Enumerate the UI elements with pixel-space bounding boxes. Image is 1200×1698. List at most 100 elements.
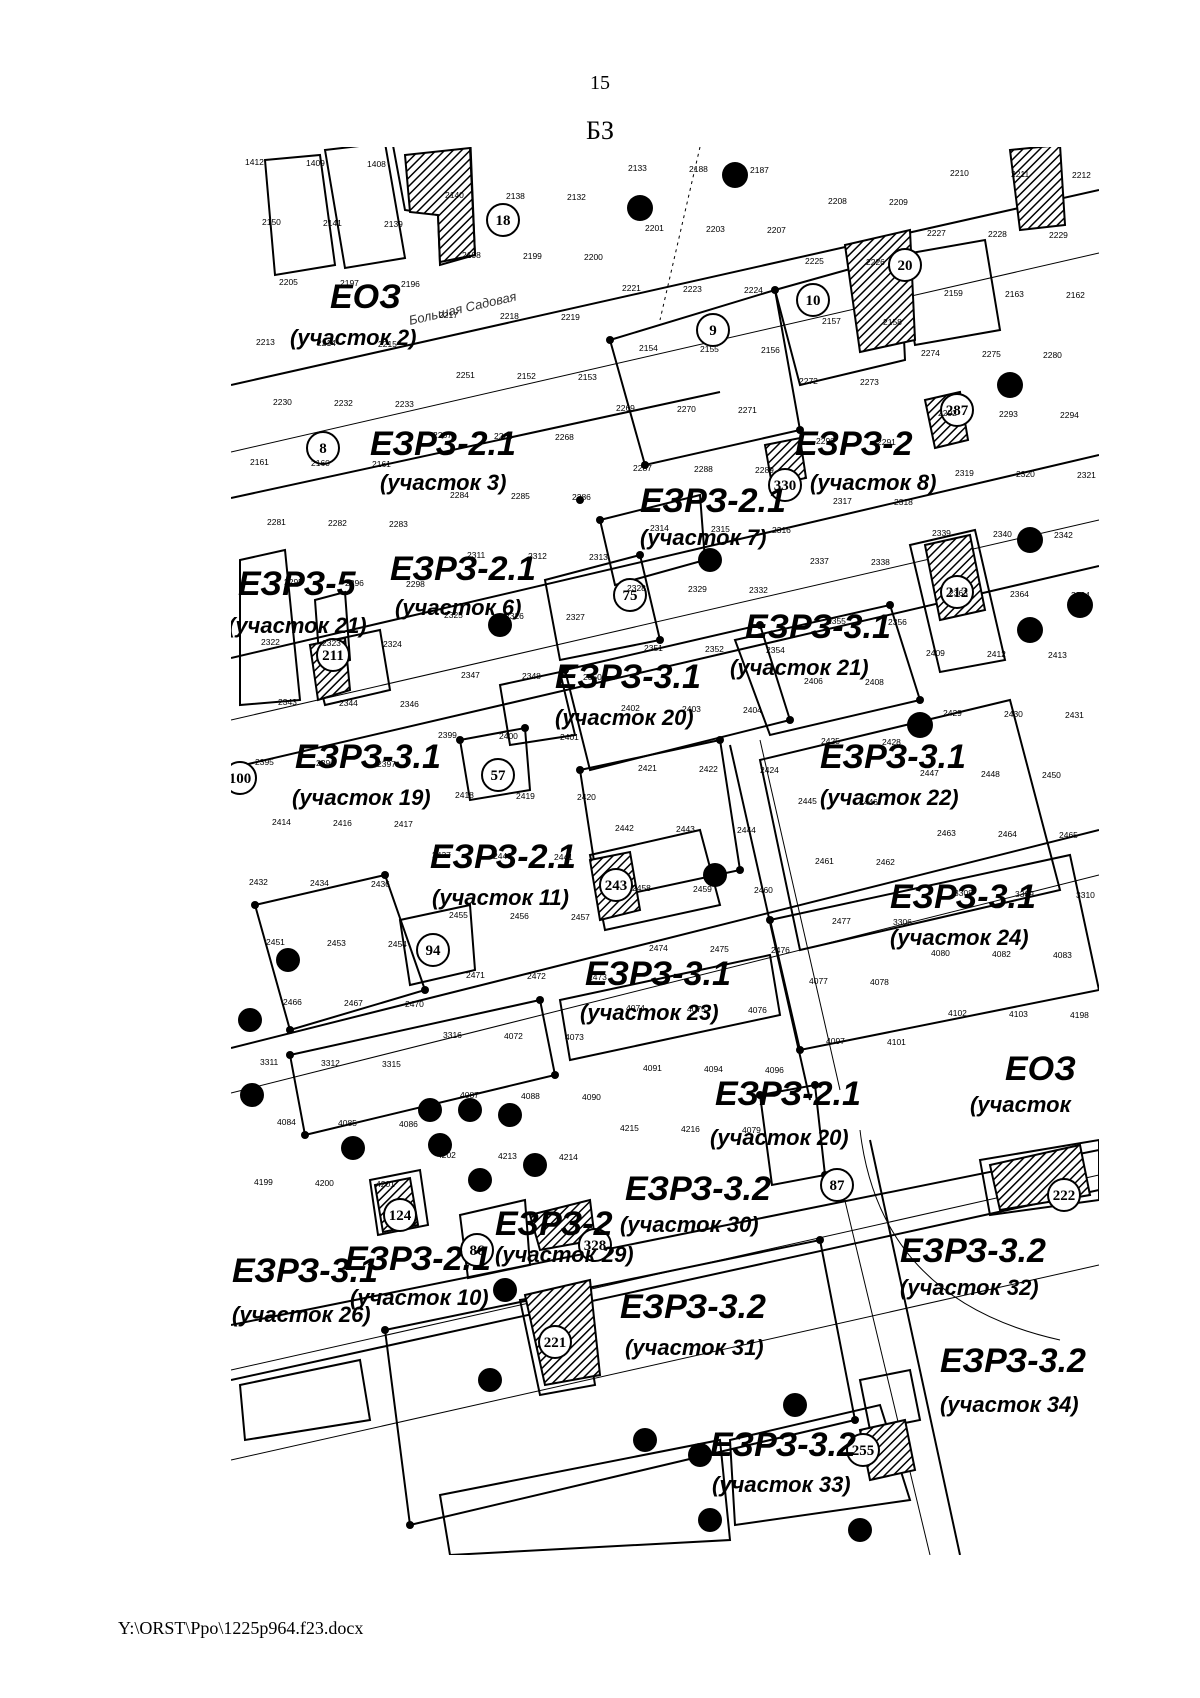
point-number-label: 2323	[322, 638, 341, 648]
monument-circle	[481, 758, 515, 792]
monument-number: 211	[322, 648, 344, 664]
point-number-label: 2472	[527, 971, 546, 981]
point-number-label: 2213	[256, 337, 275, 347]
monument-number: 9	[709, 323, 717, 339]
point-number-label: 3311	[260, 1057, 279, 1067]
point-number-label: 2210	[950, 168, 969, 178]
point-number-label: 3306	[893, 917, 912, 927]
point-number-label: 2363	[949, 588, 968, 598]
point-number-label: 4077	[809, 976, 828, 986]
point-number-label: 2321	[1077, 470, 1096, 480]
monument-circle	[486, 203, 520, 237]
zone-parcel-label: (участок 7)	[640, 525, 766, 550]
monument-circle	[768, 468, 802, 502]
zone-parcel-label: (участок 20)	[710, 1125, 849, 1150]
point-number-label: 2403	[682, 704, 701, 714]
point-number-label: 2223	[683, 284, 702, 294]
point-number-label: 2450	[1042, 770, 1061, 780]
point-number-label: 2269	[616, 403, 635, 413]
point-number-label: 2139	[384, 219, 403, 229]
point-number-label: 2409	[926, 648, 945, 658]
zone-parcel-label: (участок 6)	[395, 595, 521, 620]
point-number-label: 4073	[565, 1032, 584, 1042]
point-number-label: 2451	[266, 937, 285, 947]
point-number-label: 2445	[798, 796, 817, 806]
point-number-label: 2442	[615, 823, 634, 833]
monument-number: 75	[623, 588, 638, 604]
point-number-label: 2197	[340, 278, 359, 288]
point-number-label: 2311	[467, 550, 486, 560]
point-number-label: 2188	[689, 164, 708, 174]
point-number-label: 2414	[272, 817, 291, 827]
point-number-label: 2342	[1054, 530, 1073, 540]
point-number-label: 2217	[439, 310, 458, 320]
monument-marker: 222	[1047, 1178, 1081, 1212]
zone-code-label: ЕЗРЗ-2	[795, 425, 913, 463]
point-number-label: 2364	[1010, 589, 1029, 599]
point-number-label: 2315	[711, 524, 730, 534]
point-number-label: 2459	[693, 884, 712, 894]
point-number-label: 2268	[555, 432, 574, 442]
point-number-label: 2447	[920, 768, 939, 778]
point-number-label: 4072	[504, 1031, 523, 1041]
point-number-label: 2282	[328, 518, 347, 528]
point-number-label: 2402	[621, 703, 640, 713]
point-number-label: 2317	[833, 496, 852, 506]
point-number-label: 2400	[499, 731, 518, 741]
point-number-label: 2446	[859, 797, 878, 807]
point-number-label: 2432	[249, 877, 268, 887]
point-number-label: 4103	[1009, 1009, 1028, 1019]
point-number-label: 2163	[1005, 289, 1024, 299]
zone-code-label: ЕЗРЗ-2.1	[345, 1240, 491, 1278]
point-number-label: 2218	[500, 311, 519, 321]
point-number-label: 2343	[278, 697, 297, 707]
point-number-label: 2273	[860, 377, 879, 387]
point-number-label: 2431	[1065, 710, 1084, 720]
zone-parcel-label: (участок 22)	[820, 785, 959, 810]
point-number-label: 2348	[522, 671, 541, 681]
point-number-label: 2448	[981, 769, 1000, 779]
monument-marker: 9	[696, 313, 730, 347]
point-number-label: 2161	[372, 459, 391, 469]
point-number-label: 4215	[620, 1123, 639, 1133]
point-number-label: 2219	[561, 312, 580, 322]
tree-markers	[238, 162, 1093, 1542]
zone-parcel-label: (участок 20)	[555, 705, 694, 730]
monument-circle	[613, 578, 647, 612]
monument-circle	[696, 313, 730, 347]
zone-parcel-label: (участок 21)	[228, 613, 367, 638]
point-number-label: 2455	[449, 910, 468, 920]
zone-parcel-label: (участок 29)	[495, 1242, 634, 1267]
point-number-label: 1409	[306, 158, 325, 168]
point-number-label: 2463	[937, 828, 956, 838]
boundary-points	[251, 251, 924, 1529]
point-number-label: 4090	[582, 1092, 601, 1102]
point-number-label: 2209	[889, 197, 908, 207]
point-number-label: 2454	[388, 939, 407, 949]
monument-marker: 100	[231, 761, 257, 795]
point-number-label: 4216	[681, 1124, 700, 1134]
point-number-label: 2289	[755, 465, 774, 475]
point-number-label: 2465	[1059, 830, 1078, 840]
map-canvas: Большая Садовая 182010982873307521121257…	[228, 147, 1099, 1555]
point-number-label: 2325	[444, 610, 463, 620]
point-number-label: 2313	[589, 552, 608, 562]
zone-parcel-label: (участок 3)	[380, 470, 506, 495]
zone-code-label: ЕЗРЗ-3.2	[625, 1170, 771, 1208]
monument-marker: 8	[306, 431, 340, 465]
point-number-label: 2319	[955, 468, 974, 478]
monument-number: 243	[605, 878, 628, 894]
point-number-label: 2272	[799, 376, 818, 386]
point-number-label: 2294	[1060, 410, 1079, 420]
point-number-label: 2422	[699, 764, 718, 774]
point-number-label: 2314	[650, 523, 669, 533]
point-number-label: 2225	[805, 256, 824, 266]
zone-code-label: ЕЗРЗ-2.1	[640, 482, 786, 520]
point-number-label: 2155	[700, 344, 719, 354]
monument-circle	[316, 638, 350, 672]
point-number-label: 2437	[432, 850, 451, 860]
point-number-label: 2443	[676, 824, 695, 834]
point-number-label: 2346	[400, 699, 419, 709]
monument-circle	[599, 868, 633, 902]
